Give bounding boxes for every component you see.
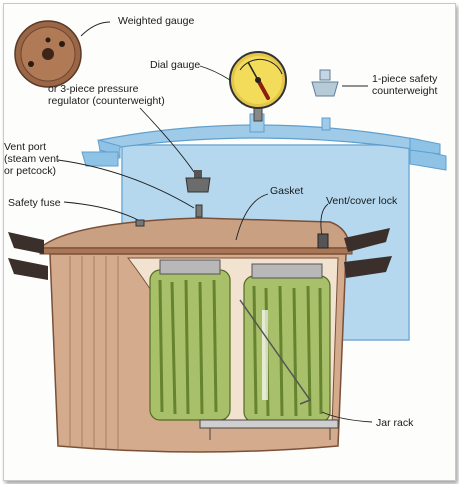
dial-gauge-leader: [199, 65, 231, 81]
pressure-regulator-icon: [185, 170, 211, 193]
vent-lock-leader: [320, 203, 329, 237]
label-jar-rack: Jar rack: [376, 417, 414, 429]
weighted-gauge-leader: [80, 21, 111, 37]
label-vent-port-2: (steam vent: [4, 153, 59, 165]
jar-rack-leader: [321, 411, 373, 423]
jar-right: [243, 263, 331, 423]
label-dial-gauge: Dial gauge: [150, 59, 200, 71]
label-regulator-1: or 3-piece pressure: [48, 83, 139, 95]
label-weighted-gauge: Weighted gauge: [118, 15, 194, 27]
weighted-gauge-icon: [14, 20, 82, 88]
regulator-leader: [139, 107, 195, 173]
label-vent-port-1: Vent port: [4, 141, 46, 153]
label-safety-fuse: Safety fuse: [8, 197, 61, 209]
vent-port-pin: [195, 204, 203, 218]
vent-port-leader: [57, 159, 195, 209]
gasket-leader: [235, 193, 269, 241]
label-safety-counterweight-2: counterweight: [372, 85, 437, 97]
label-regulator-2: regulator (counterweight): [48, 95, 165, 107]
label-vent-port-3: or petcock): [4, 165, 56, 177]
jar-left: [149, 259, 231, 421]
vent-lock-pin: [317, 233, 329, 249]
label-vent-cover-lock: Vent/cover lock: [326, 195, 398, 207]
safety-fuse-pin: [135, 219, 145, 227]
canner-cutaway: [126, 257, 339, 440]
safety-counterweight-icon: [311, 69, 339, 97]
dial-gauge-icon: [229, 51, 287, 122]
jar-rack: [199, 419, 339, 440]
safety-fuse-leader: [63, 201, 139, 221]
label-safety-counterweight-1: 1-piece safety: [372, 73, 438, 85]
label-gasket: Gasket: [270, 185, 303, 197]
